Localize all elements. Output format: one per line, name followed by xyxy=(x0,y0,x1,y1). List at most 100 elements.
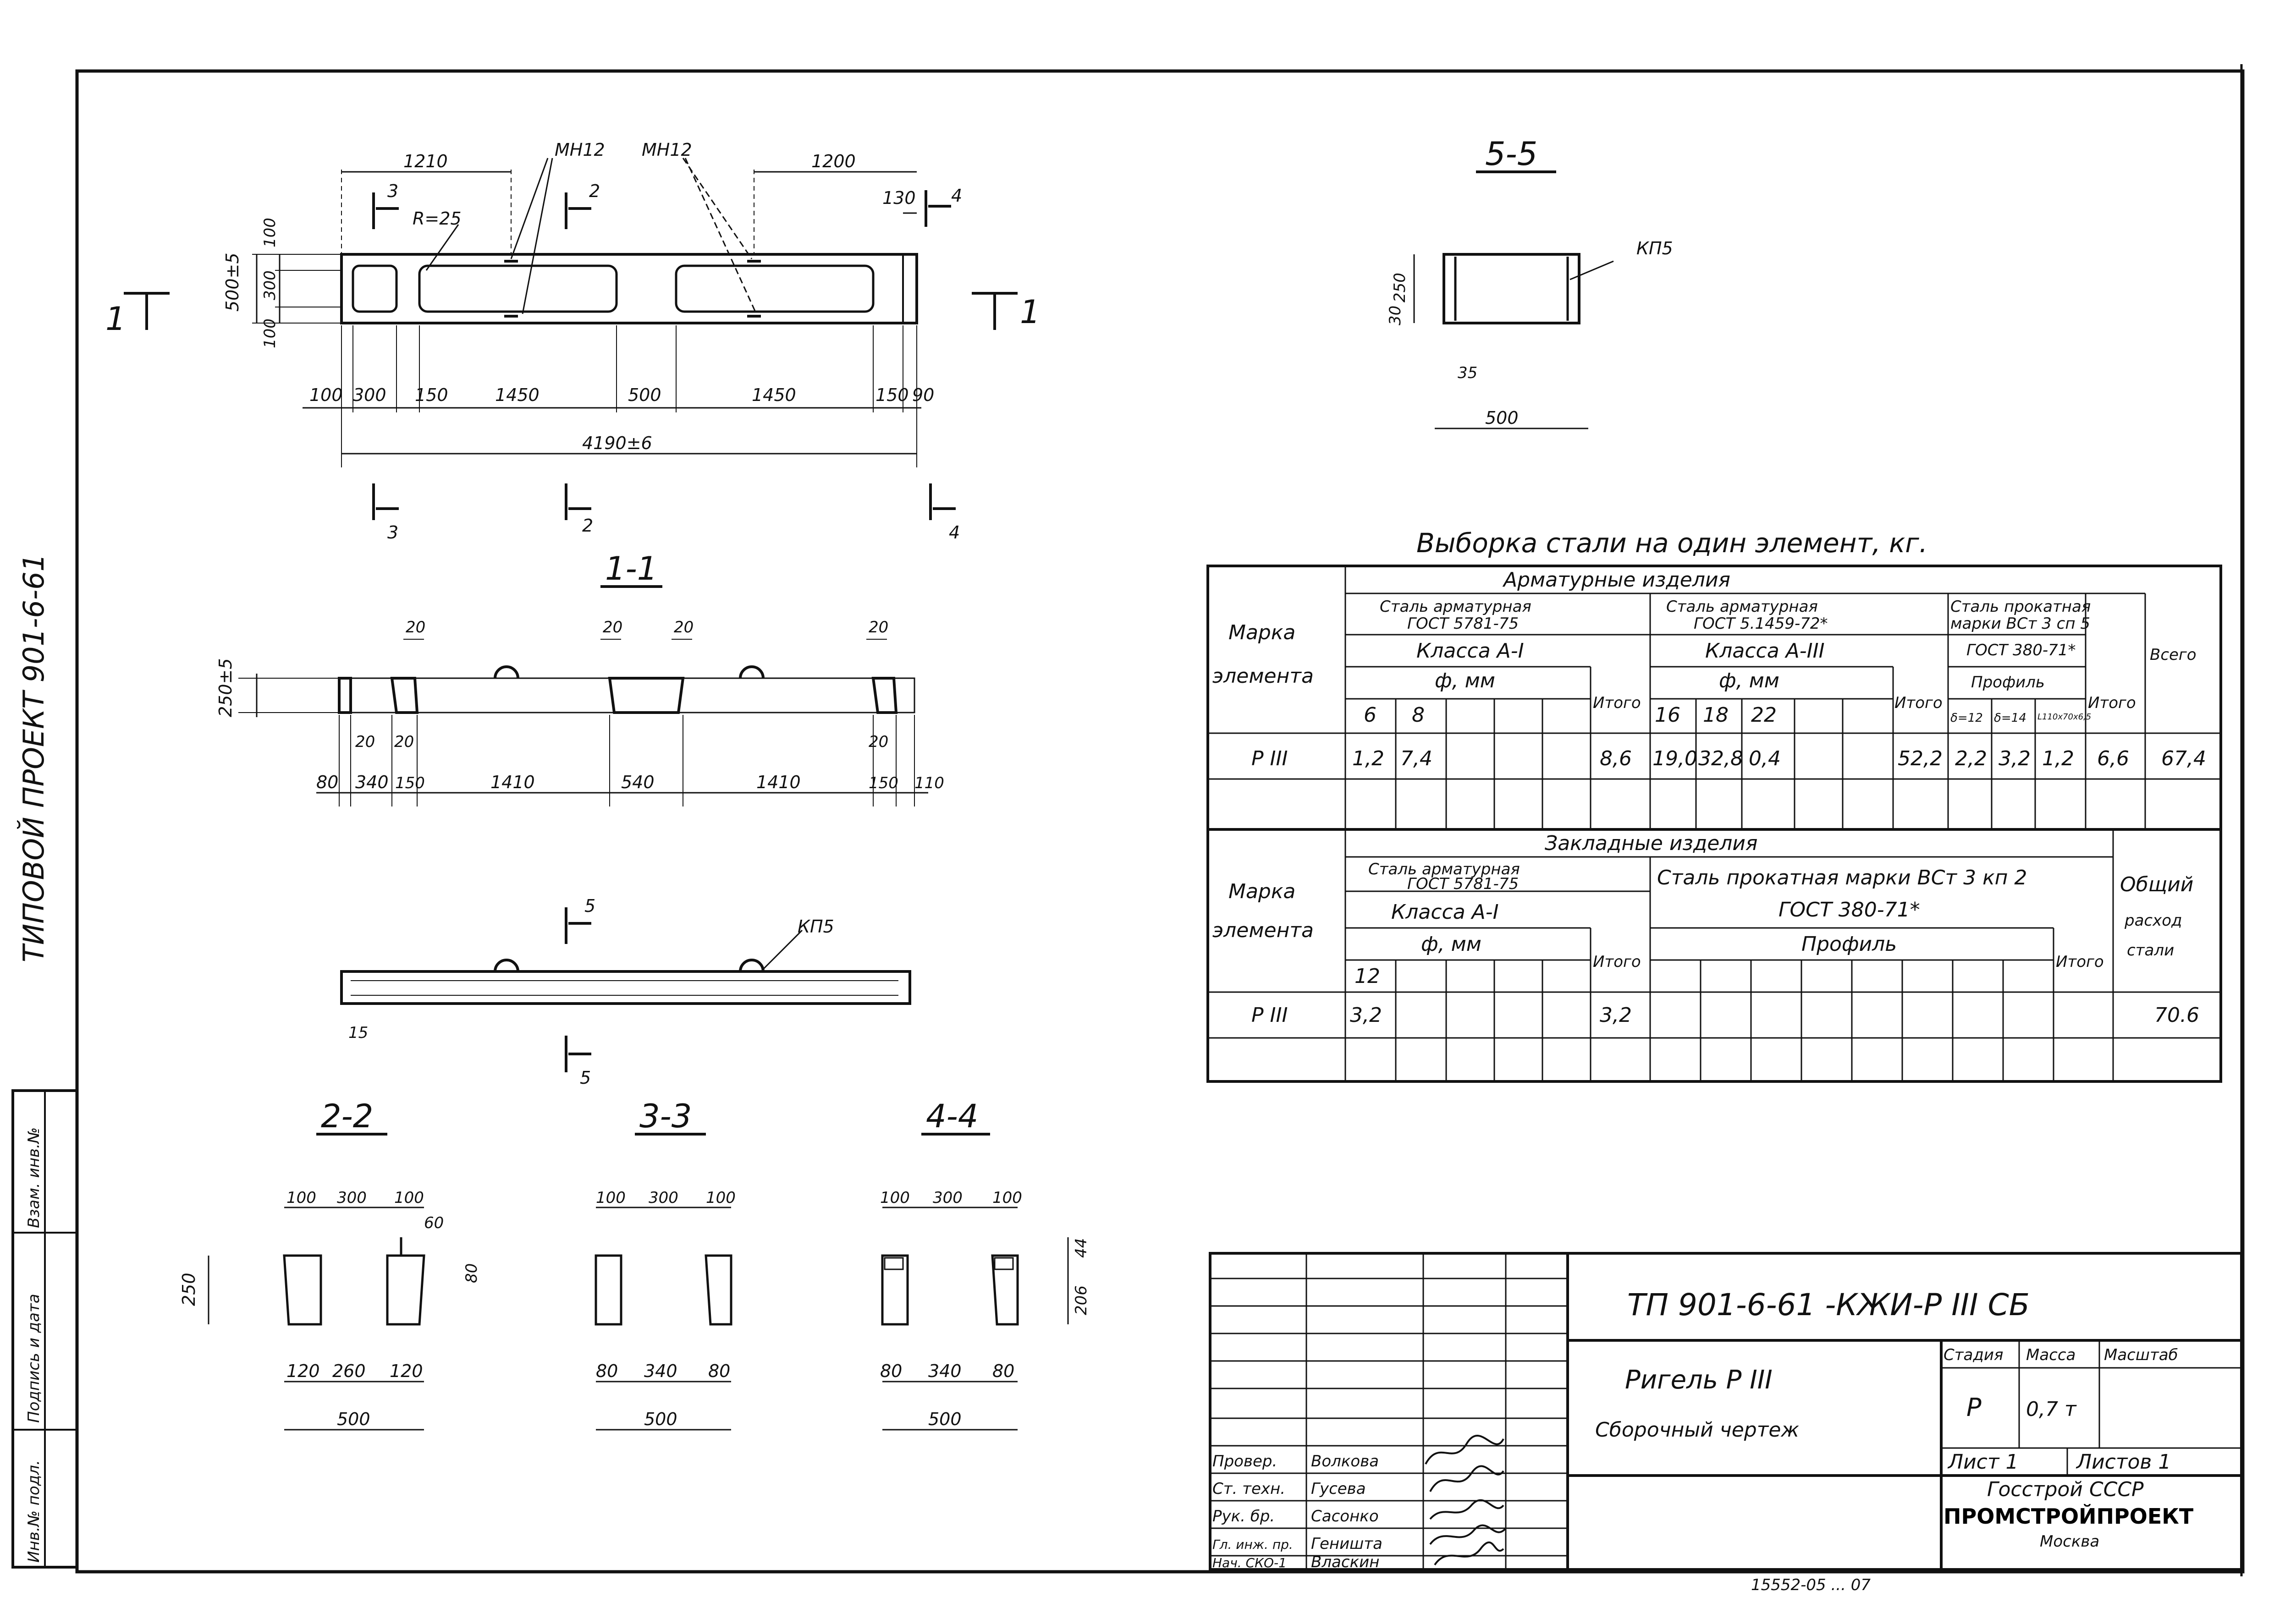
staff-name-1: Гусева xyxy=(1311,1480,1366,1498)
plan-bdim-4: 500 xyxy=(628,385,661,405)
zprok-itogo: Итого xyxy=(2056,953,2104,971)
staff-role-4: Нач. СКО-1 xyxy=(1212,1555,1287,1570)
drawing-name-1: Ригель Р III xyxy=(1625,1365,1773,1395)
s55-dim-250: 250 xyxy=(1391,273,1409,302)
org-2: ПРОМСТРОЙПРОЕКТ xyxy=(1944,1504,2194,1529)
s11-bdim-4: 540 xyxy=(621,772,655,792)
masshtab-header: Масштаб xyxy=(2104,1346,2178,1364)
staff-role-1: Ст. техн. xyxy=(1212,1480,1285,1498)
signatures xyxy=(1425,1435,1507,1566)
staff-name-4: Власкин xyxy=(1311,1553,1379,1571)
s11-bdim-7: 110 xyxy=(914,774,944,792)
s11-bdim-0: 80 xyxy=(316,772,338,792)
a3-d18: 18 xyxy=(1703,703,1729,727)
s55-dim-500: 500 xyxy=(1485,408,1519,428)
obshiy-1: Общий xyxy=(2120,873,2193,896)
plan-bdim-6: 150 xyxy=(875,385,909,405)
plan-bdim-7: 90 xyxy=(912,385,934,405)
row-a1-sum: 8,6 xyxy=(1600,747,1632,770)
a1-phi: ф, мм xyxy=(1435,669,1495,692)
s44-bot-2: 80 xyxy=(992,1361,1014,1381)
s44-top-1: 300 xyxy=(933,1189,963,1207)
s33-bot-2: 80 xyxy=(708,1361,730,1381)
s22-bot-2: 120 xyxy=(390,1361,423,1381)
title-block: ТП 901-6-61 -КЖИ-Р III СБ Ригель Р III С… xyxy=(1209,1252,2243,1594)
s11-bdim-1: 340 xyxy=(355,772,389,792)
s55-dim-35: 35 xyxy=(1458,364,1477,382)
radius-label: R=25 xyxy=(413,208,462,229)
za1-klass: Класса А-I xyxy=(1391,900,1499,924)
s44-bot-0: 80 xyxy=(880,1361,902,1381)
zrow-mark: Р III xyxy=(1251,1004,1288,1027)
s11-inner-1: 20 xyxy=(394,733,414,751)
cut-2-top: 2 xyxy=(589,181,600,201)
s11-bdim-5: 1410 xyxy=(756,772,801,792)
margin-sidebox: Инв.№ подл. Подпись и дата Взам. инв.№ xyxy=(11,1089,78,1569)
vzam-label: Взам. инв.№ xyxy=(25,1127,43,1228)
plan-total-length: 4190±6 xyxy=(582,433,652,453)
row-total: 67,4 xyxy=(2161,747,2206,770)
list-value: Лист 1 xyxy=(1947,1450,2018,1474)
za1-line2: ГОСТ 5781-75 xyxy=(1407,875,1519,893)
s11-inner-0: 20 xyxy=(355,733,375,751)
s22-top-1: 300 xyxy=(337,1189,367,1207)
za1-itogo: Итого xyxy=(1593,953,1641,971)
row-a3-sum: 52,2 xyxy=(1898,747,1943,770)
a3-d22: 22 xyxy=(1751,703,1777,727)
massa-value: 0,7 т xyxy=(2026,1398,2077,1421)
a3-line1: Сталь арматурная xyxy=(1666,598,1818,616)
group-zaklad: Закладные изделия xyxy=(1545,832,1758,855)
group-armatur: Арматурные изделия xyxy=(1502,568,1730,592)
staff-name-0: Волкова xyxy=(1311,1452,1379,1470)
s11-height: 250±5 xyxy=(215,658,236,717)
za1-line1: Сталь арматурная xyxy=(1368,860,1520,878)
s22-height: 250 xyxy=(179,1273,199,1306)
sheet-frame xyxy=(75,69,2245,1574)
massa-header: Масса xyxy=(2026,1346,2076,1364)
cut-1-left: 1 xyxy=(105,300,126,338)
s33-top-2: 100 xyxy=(706,1189,736,1207)
staff-role-2: Рук. бр. xyxy=(1212,1507,1275,1525)
staff-name-2: Сасонко xyxy=(1311,1507,1379,1525)
s22-total: 500 xyxy=(337,1409,370,1429)
plan-dim-top-end: 130 xyxy=(882,188,916,208)
s33-top-1: 300 xyxy=(649,1189,678,1207)
s33-bot-0: 80 xyxy=(596,1361,618,1381)
prok-angle: L110x70x6,5 xyxy=(2037,712,2091,722)
zrow-total: 70.6 xyxy=(2154,1004,2199,1027)
s22-top-2: 100 xyxy=(394,1189,424,1207)
s11-bdim-3: 1410 xyxy=(490,772,535,792)
plan-dim-h-top: 100 xyxy=(261,218,279,247)
bottom-note: 15552-05 ... 07 xyxy=(1751,1576,1871,1594)
prok-d14: δ=14 xyxy=(1994,711,2026,725)
s55-kp5: КП5 xyxy=(1636,238,1673,258)
a3-phi: ф, мм xyxy=(1719,669,1779,692)
s11-top-dim-1: 20 xyxy=(603,618,622,636)
a1-klass: Класса А-I xyxy=(1416,639,1524,663)
prok-d12: δ=12 xyxy=(1950,711,1983,725)
s44-total: 500 xyxy=(928,1409,962,1429)
drawing-name-2: Сборочный чертеж xyxy=(1595,1418,1799,1442)
zrow-d12: 3,2 xyxy=(1350,1004,1382,1027)
plan-bdim-1: 300 xyxy=(353,385,386,405)
obshiy-3: стали xyxy=(2127,941,2174,960)
s44-top-2: 100 xyxy=(992,1189,1022,1207)
row-a1-d8: 7,4 xyxy=(1400,747,1432,770)
row-prok-0: 2,2 xyxy=(1955,747,1987,770)
zprok-line1: Сталь прокатная марки ВСт 3 кп 2 xyxy=(1657,866,2027,889)
za1-phi: ф, мм xyxy=(1421,933,1481,956)
cut-3-bottom: 3 xyxy=(387,522,398,543)
s44-side-206: 206 xyxy=(1072,1285,1090,1315)
inv-label: Инв.№ подл. xyxy=(25,1460,43,1563)
a3-line2: ГОСТ 5.1459-72* xyxy=(1694,614,1828,633)
section-2-2-title: 2-2 xyxy=(321,1097,373,1135)
elev-cut-5-bottom: 5 xyxy=(580,1068,591,1088)
s44-side-44: 44 xyxy=(1072,1238,1090,1258)
a1-itogo: Итого xyxy=(1593,694,1641,712)
plan-bdim-3: 1450 xyxy=(495,385,540,405)
s11-top-dim-2: 20 xyxy=(674,618,694,636)
s11-bdim-2: 150 xyxy=(395,774,425,792)
prok-itogo: Итого xyxy=(2088,694,2136,712)
org-1: Госстрой СССР xyxy=(1987,1478,2144,1501)
